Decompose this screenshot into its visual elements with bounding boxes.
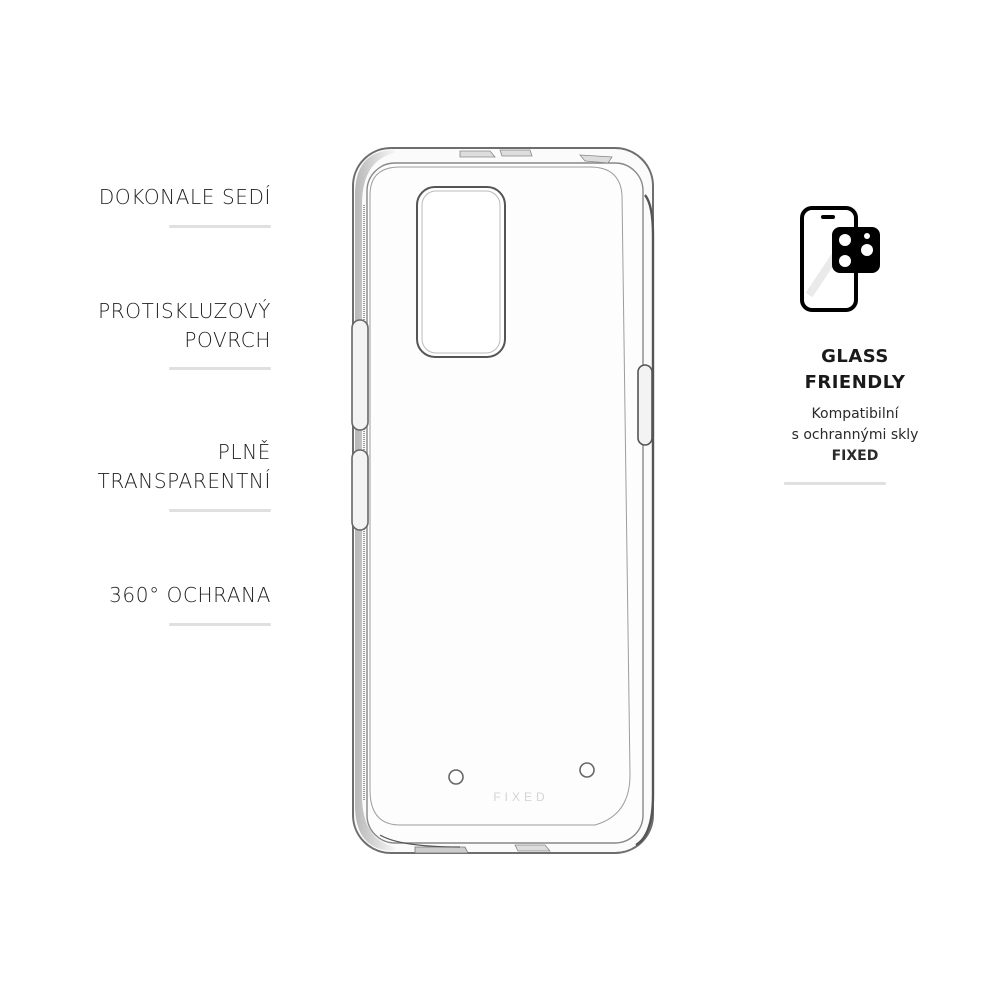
divider: [169, 623, 271, 626]
divider: [784, 482, 886, 485]
glass-friendly-title-line2: FRIENDLY: [804, 372, 906, 393]
feature-label: 360° OCHRANA: [109, 583, 271, 607]
feature-anti-slip: PROTISKLUZOVÝ POVRCH: [98, 297, 271, 355]
glass-friendly-brand: FIXED: [831, 448, 879, 464]
feature-fully-transparent: PLNĚ TRANSPARENTNÍ: [98, 438, 271, 496]
fixed-logo: FIXED: [493, 790, 548, 804]
glass-friendly-title: GLASS FRIENDLY: [760, 344, 950, 396]
glass-friendly-title-line1: GLASS: [821, 346, 889, 367]
feature-360-protection: 360° OCHRANA: [109, 581, 271, 610]
divider: [169, 367, 271, 370]
glass-friendly-subtitle-line1: Kompatibilní: [811, 406, 899, 422]
feature-label: PLNĚ TRANSPARENTNÍ: [97, 440, 271, 493]
phone-case-illustration: FIXED: [351, 147, 655, 854]
transparent-phone-case-image: FIXED: [340, 135, 670, 865]
feature-label: PROTISKLUZOVÝ POVRCH: [98, 299, 271, 352]
feature-label: DOKONALE SEDÍ: [98, 185, 271, 209]
glass-friendly-subtitle-line2: s ochrannými skly: [791, 427, 919, 443]
divider: [169, 509, 271, 512]
phone-with-camera-glass-icon: [800, 206, 880, 312]
feature-perfect-fit: DOKONALE SEDÍ: [99, 183, 271, 212]
divider: [169, 225, 271, 228]
glass-friendly-subtitle: Kompatibilní s ochrannými skly FIXED: [760, 404, 950, 467]
